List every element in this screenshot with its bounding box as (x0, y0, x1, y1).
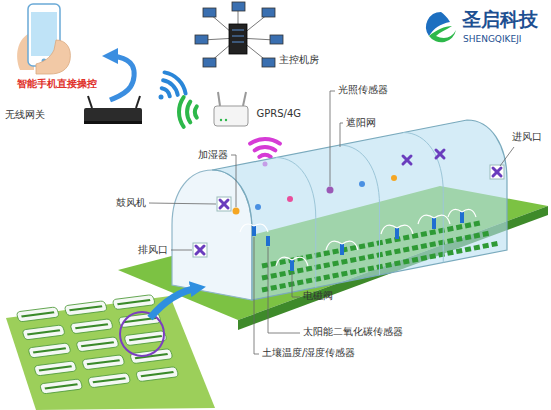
field (6, 295, 215, 410)
part-label: 进风口 (512, 131, 542, 143)
logo-subtext: SHENGQIKEJI (463, 34, 522, 45)
part-label: 鼓风机 (116, 197, 146, 209)
server-network (195, 2, 283, 67)
phone-node: 智能手机直接操控 (4, 2, 110, 92)
part-label: 电磁阀 (303, 290, 333, 302)
node-label: 无线网关 (5, 109, 45, 121)
part-label: 排风口 (138, 244, 168, 256)
wifi-signal (159, 72, 186, 99)
node-label: 智能手机直接操控 (17, 78, 97, 90)
part-label: 加湿器 (198, 149, 228, 161)
greenhouse (172, 120, 507, 300)
node-label: GPRS/4G (256, 108, 301, 120)
part-label: 遮阳网 (346, 117, 376, 129)
wifi-signal (179, 97, 197, 127)
router-device (214, 92, 248, 126)
part-label: 光照传感器 (338, 84, 388, 96)
node-label: 主控机房 (279, 54, 319, 66)
leader-lines (149, 91, 514, 354)
flow-arrow (150, 288, 198, 318)
part-label: 太阳能二氧化碳传感器 (303, 326, 403, 338)
gateway-node: 无线网关 (2, 100, 144, 130)
logo-icon (426, 12, 456, 42)
router-node: GPRS/4G (212, 98, 304, 130)
curved-arrow (110, 56, 134, 100)
server-node: 主控机房 (200, 2, 322, 68)
logo-text: 圣启科技 (462, 8, 538, 31)
part-label: 土壤温度/湿度传感器 (262, 347, 355, 359)
phone-icon (17, 4, 70, 74)
